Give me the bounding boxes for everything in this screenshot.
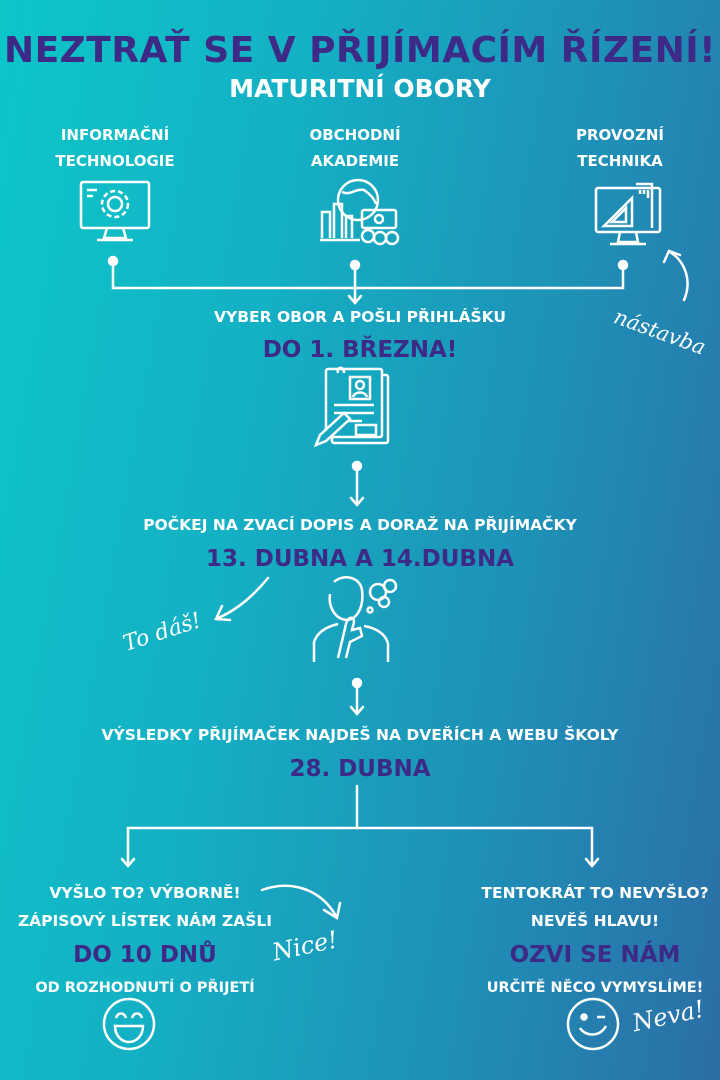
outcome-fail: TENTOKRÁT TO NEVYŠLO? NEVĚŠ HLAVU! OZVI … [455,878,720,1000]
fail-line3: URČITĚ NĚCO VYMYSLÍME! [486,980,704,996]
step1-text: VYBER OBOR A POŠLI PŘIHLÁŠKU [214,308,506,326]
thinking-person-icon [312,576,398,662]
application-form-icon [313,366,390,448]
success-line3: OD ROZHODNUTÍ O PŘIJETÍ [35,980,255,996]
fail-line1: TENTOKRÁT TO NEVYŠLO? [481,884,709,902]
monitor-drafting-icon [594,182,662,246]
fail-line2: NEVĚŠ HLAVU! [530,912,660,930]
step3-date: 28. DUBNA [289,756,431,782]
page-title: NEZTRAŤ SE V PŘIJÍMACÍM ŘÍZENÍ! [3,30,717,71]
globe-finance-icon [320,178,400,246]
page-subtitle: MATURITNÍ OBORY [229,74,491,103]
success-line2: ZÁPISOVÝ LÍSTEK NÁM ZAŠLI [17,912,273,930]
step2-text: POČKEJ NA ZVACÍ DOPIS A DORAŽ NA PŘIJÍMA… [143,516,577,534]
winking-face-icon [566,997,620,1051]
success-date: DO 10 DNŮ [73,942,217,968]
step2-date: 13. DUBNA A 14.DUBNA [205,546,514,572]
fail-date: OZVI SE NÁM [509,942,681,968]
outcome-success: VYŠLO TO? VÝBORNĚ! ZÁPISOVÝ LÍSTEK NÁM Z… [10,878,280,1000]
step3-text: VÝSLEDKY PŘIJÍMAČEK NAJDEŠ NA DVEŘÍCH A … [101,726,619,744]
step1-date: DO 1. BŘEZNA! [262,337,458,363]
success-line1: VYŠLO TO? VÝBORNĚ! [49,884,241,902]
laughing-face-icon [102,997,156,1051]
monitor-gear-icon [79,180,151,242]
